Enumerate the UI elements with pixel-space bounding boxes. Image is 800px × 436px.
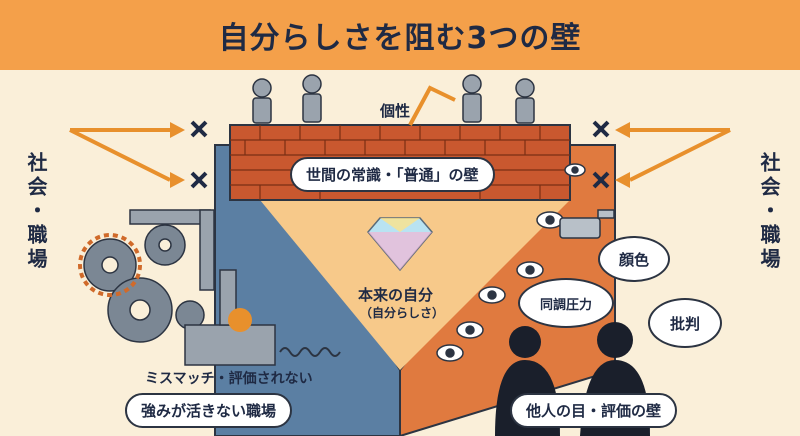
- face-text: 顔色: [618, 250, 649, 269]
- robot-workers: [252, 74, 535, 124]
- spring-icon: [279, 347, 341, 357]
- left-wall-label: 強みが活きない職場: [125, 393, 293, 428]
- security-camera-icon: [559, 209, 615, 239]
- right-wall-label: 他人の目・評価の壁: [510, 393, 678, 428]
- criticism-text: 批判: [669, 314, 700, 333]
- kosei-label: 個性: [380, 102, 411, 120]
- robot-3-head: [462, 74, 482, 94]
- title-banner: 自分らしさを阻む3つの壁: [0, 0, 800, 70]
- diamond-icon: [367, 217, 433, 272]
- side-label-right: 社会・職場: [757, 152, 781, 272]
- left-arrows: [69, 128, 171, 182]
- wall-top-label: 世間の常識・「普通」の壁: [290, 157, 495, 192]
- robot-3-body: [462, 93, 482, 123]
- right-arrowhead-2: [615, 172, 630, 188]
- inner-triangle: [260, 200, 570, 370]
- center-label-main: 本来の自分: [358, 286, 434, 304]
- side-label-left: 社会・職場: [24, 152, 48, 272]
- orange-gear-icon: [78, 233, 142, 297]
- right-arrows: [629, 128, 731, 182]
- criticism-bubble: 批判: [648, 298, 722, 348]
- press-machine-icon: [129, 209, 276, 366]
- peer-pressure-bubble: 同調圧力: [518, 278, 614, 328]
- right-x-marks: [592, 120, 610, 189]
- robot-4-body: [515, 97, 535, 124]
- robot-2-body: [302, 93, 322, 123]
- page-title: 自分らしさを阻む3つの壁: [218, 21, 582, 56]
- center-label-sub: （自分らしさ）: [360, 306, 445, 320]
- robot-1-head: [252, 78, 272, 98]
- right-arrowhead-1: [615, 122, 630, 138]
- kosei-arrow: [408, 85, 456, 126]
- left-arrowhead-1: [170, 122, 185, 138]
- robot-2-head: [302, 74, 322, 94]
- left-small-label: ミスマッチ・評価されない: [145, 371, 313, 387]
- left-x-marks: [190, 120, 208, 189]
- eyes-icon: [436, 163, 586, 362]
- gears-icon: [83, 224, 205, 343]
- left-arrowhead-2: [170, 172, 185, 188]
- robot-4-head: [515, 78, 535, 98]
- face-bubble: 顔色: [598, 236, 670, 282]
- squashed-ball: [228, 308, 252, 332]
- peer-pressure-text: 同調圧力: [539, 297, 592, 313]
- robot-1-body: [252, 97, 272, 124]
- diagram-scene: [69, 74, 731, 436]
